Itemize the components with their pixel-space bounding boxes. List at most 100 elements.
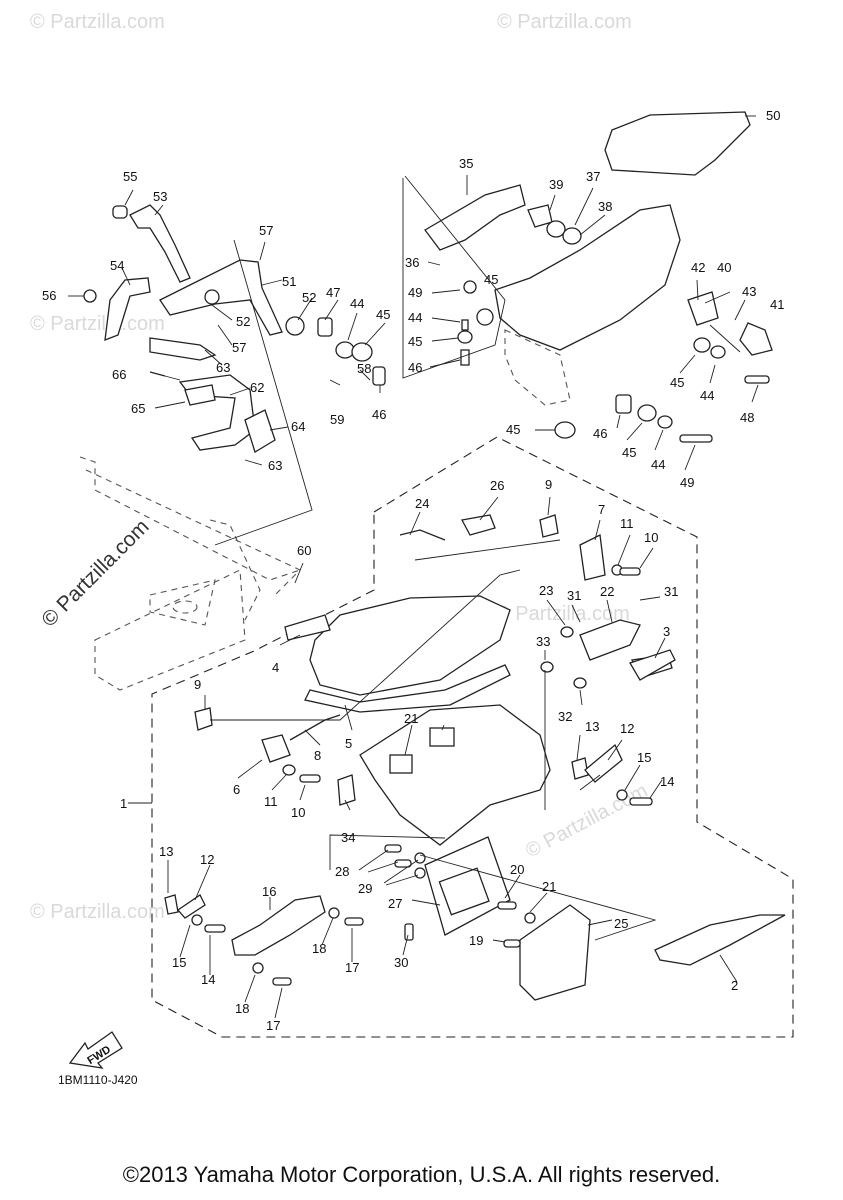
watermark: © Partzilla.com [30, 313, 165, 335]
callout-49: 49 [408, 285, 422, 300]
callout-39: 39 [549, 177, 563, 192]
callout-10: 10 [291, 805, 305, 820]
watermark: © Partzilla.com [30, 11, 165, 33]
callout-20: 20 [510, 862, 524, 877]
callout-47: 47 [326, 285, 340, 300]
callout-44: 44 [700, 388, 714, 403]
callout-7: 7 [598, 502, 605, 517]
callout-9: 9 [194, 677, 201, 692]
callout-15: 15 [172, 955, 186, 970]
callout-6: 6 [233, 782, 240, 797]
callout-37: 37 [586, 169, 600, 184]
frame-ghost [79, 456, 301, 691]
callout-44: 44 [350, 296, 364, 311]
callout-33: 33 [536, 634, 550, 649]
callout-46: 46 [408, 360, 422, 375]
callouts: 50 35 37 39 38 36 49 45 44 45 46 55 53 5… [42, 108, 784, 1033]
leader-lines [68, 115, 759, 1019]
callout-3: 3 [663, 624, 670, 639]
callout-25: 25 [614, 916, 628, 931]
callout-28: 28 [335, 864, 349, 879]
callout-24: 24 [415, 496, 429, 511]
callout-63: 63 [216, 360, 230, 375]
callout-66: 66 [112, 367, 126, 382]
callout-55: 55 [123, 169, 137, 184]
callout-15: 15 [637, 750, 651, 765]
callout-49: 49 [680, 475, 694, 490]
callout-1: 1 [120, 796, 127, 811]
callout-13: 13 [159, 844, 173, 859]
callout-38: 38 [598, 199, 612, 214]
copyright-notice: ©2013 Yamaha Motor Corporation, U.S.A. A… [122, 1162, 721, 1187]
callout-16: 16 [262, 884, 276, 899]
callout-21: 21 [404, 711, 418, 726]
callout-45: 45 [670, 375, 684, 390]
callout-4: 4 [272, 660, 279, 675]
callout-42: 42 [691, 260, 705, 275]
callout-23: 23 [539, 583, 553, 598]
callout-17: 17 [266, 1018, 280, 1033]
assembly-boundary [151, 436, 794, 1038]
callout-18: 18 [235, 1001, 249, 1016]
callout-2: 2 [731, 978, 738, 993]
callout-57: 57 [259, 223, 273, 238]
callout-32: 32 [558, 709, 572, 724]
callout-59: 59 [330, 412, 344, 427]
callout-14: 14 [201, 972, 215, 987]
callout-57: 57 [232, 340, 246, 355]
watermark: © Partzilla.com [497, 11, 632, 33]
callout-43: 43 [742, 284, 756, 299]
callout-13: 13 [585, 719, 599, 734]
callout-40: 40 [717, 260, 731, 275]
callout-44: 44 [651, 457, 665, 472]
callout-17: 17 [345, 960, 359, 975]
watermark: © Partzilla.com [30, 901, 165, 923]
callout-53: 53 [153, 189, 167, 204]
spacers [317, 317, 386, 386]
callout-36: 36 [405, 255, 419, 270]
callout-50: 50 [766, 108, 780, 123]
callout-56: 56 [42, 288, 56, 303]
callout-21: 21 [542, 879, 556, 894]
callout-45: 45 [622, 445, 636, 460]
watermark: © Partzilla.com [495, 603, 630, 625]
callout-44: 44 [408, 310, 422, 325]
callout-62: 62 [250, 380, 264, 395]
callout-35: 35 [459, 156, 473, 171]
upper-case-assembly [424, 111, 773, 443]
callout-12: 12 [620, 721, 634, 736]
callout-18: 18 [312, 941, 326, 956]
callout-45: 45 [408, 334, 422, 349]
watermark: © Partzilla.com [522, 780, 651, 863]
callout-14: 14 [660, 774, 674, 789]
callout-46: 46 [372, 407, 386, 422]
callout-22: 22 [600, 584, 614, 599]
callout-27: 27 [388, 896, 402, 911]
callout-52: 52 [302, 290, 316, 305]
callout-45: 45 [376, 307, 390, 322]
callout-65: 65 [131, 401, 145, 416]
callout-29: 29 [358, 881, 372, 896]
callout-11: 11 [620, 516, 634, 531]
lower-parts [164, 649, 786, 1001]
callout-41: 41 [770, 297, 784, 312]
callout-10: 10 [644, 530, 658, 545]
callout-31: 31 [567, 588, 581, 603]
callout-30: 30 [394, 955, 408, 970]
callout-5: 5 [345, 736, 352, 751]
callout-48: 48 [740, 410, 754, 425]
callout-51: 51 [282, 274, 296, 289]
callout-58: 58 [357, 361, 371, 376]
callout-12: 12 [200, 852, 214, 867]
saddlebag-assembly [284, 595, 673, 846]
callout-8: 8 [314, 748, 321, 763]
callout-54: 54 [110, 258, 124, 273]
callout-9: 9 [545, 477, 552, 492]
diagram-code: 1BM1110-J420 [58, 1073, 138, 1087]
callout-46: 46 [593, 426, 607, 441]
callout-31: 31 [664, 584, 678, 599]
callout-26: 26 [490, 478, 504, 493]
callout-52: 52 [236, 314, 250, 329]
callout-45: 45 [484, 272, 498, 287]
